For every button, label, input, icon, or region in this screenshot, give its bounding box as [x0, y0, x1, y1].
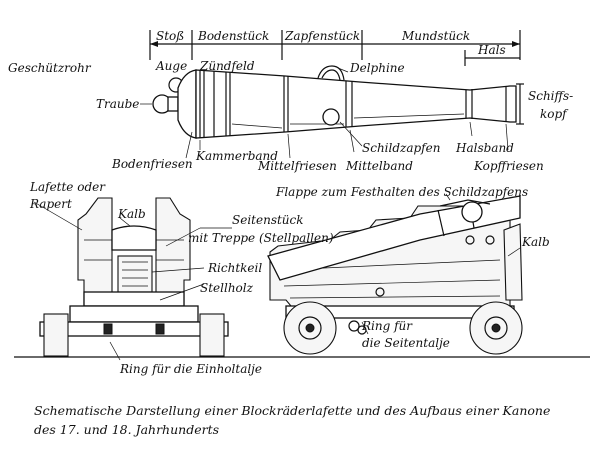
- label-flappe: Flappe zum Festhalten des Schildzapfens: [275, 185, 528, 199]
- label-halsband: Halsband: [455, 141, 514, 155]
- label-schiffskopf-2: kopf: [540, 107, 569, 121]
- label-lafette-1: Lafette oder: [29, 180, 106, 194]
- carriage-leader-lines: [33, 193, 521, 361]
- label-lafette-2: Rapert: [29, 197, 72, 211]
- carriage-side-view: [267, 195, 523, 355]
- cannon-barrel: [152, 65, 524, 139]
- label-schiffskopf-1: Schiffs-: [528, 89, 573, 103]
- label-delphine: Delphine: [349, 61, 405, 75]
- label-schildzapfen: Schildzapfen: [362, 141, 440, 155]
- label-stoss: Stoß: [156, 29, 184, 43]
- label-traube: Traube: [96, 97, 139, 111]
- label-geschuetzrohr: Geschützrohr: [8, 61, 92, 75]
- label-mundstueck: Mundstück: [401, 29, 470, 43]
- label-kammerband: Kammerband: [195, 149, 278, 163]
- figure-caption: Schematische Darstellung einer Blockräde…: [34, 403, 551, 437]
- label-ring-einholtalje: Ring für die Einholtalje: [119, 362, 262, 376]
- label-hals: Hals: [477, 43, 506, 57]
- label-kalb-right: Kalb: [521, 235, 550, 249]
- label-zuendfeld: Zündfeld: [199, 59, 255, 73]
- label-kalb-left: Kalb: [117, 207, 146, 221]
- label-seitenstueck-1: Seitenstück: [232, 213, 304, 227]
- label-bodenstueck: Bodenstück: [197, 29, 269, 43]
- label-ring-seitentalje-1: Ring für: [361, 319, 413, 333]
- carriage-front-view: [14, 197, 590, 358]
- label-zapfenstueck: Zapfenstück: [284, 29, 360, 43]
- label-seitenstueck-2: mit Treppe (Stellpallen): [188, 231, 334, 245]
- section-dimension-line: [149, 30, 521, 66]
- label-stellholz: Stellholz: [200, 281, 254, 295]
- label-richtkeil: Richtkeil: [207, 261, 262, 275]
- label-kopffriesen: Kopffriesen: [473, 159, 544, 173]
- label-ring-seitentalje-2: die Seitentalje: [362, 336, 450, 350]
- label-bodenfriesen: Bodenfriesen: [111, 157, 193, 171]
- barrel-leader-lines: [140, 67, 509, 159]
- label-mittelfriesen: Mittelfriesen: [257, 159, 337, 173]
- label-mittelband: Mittelband: [345, 159, 413, 173]
- label-auge: Auge: [155, 59, 187, 73]
